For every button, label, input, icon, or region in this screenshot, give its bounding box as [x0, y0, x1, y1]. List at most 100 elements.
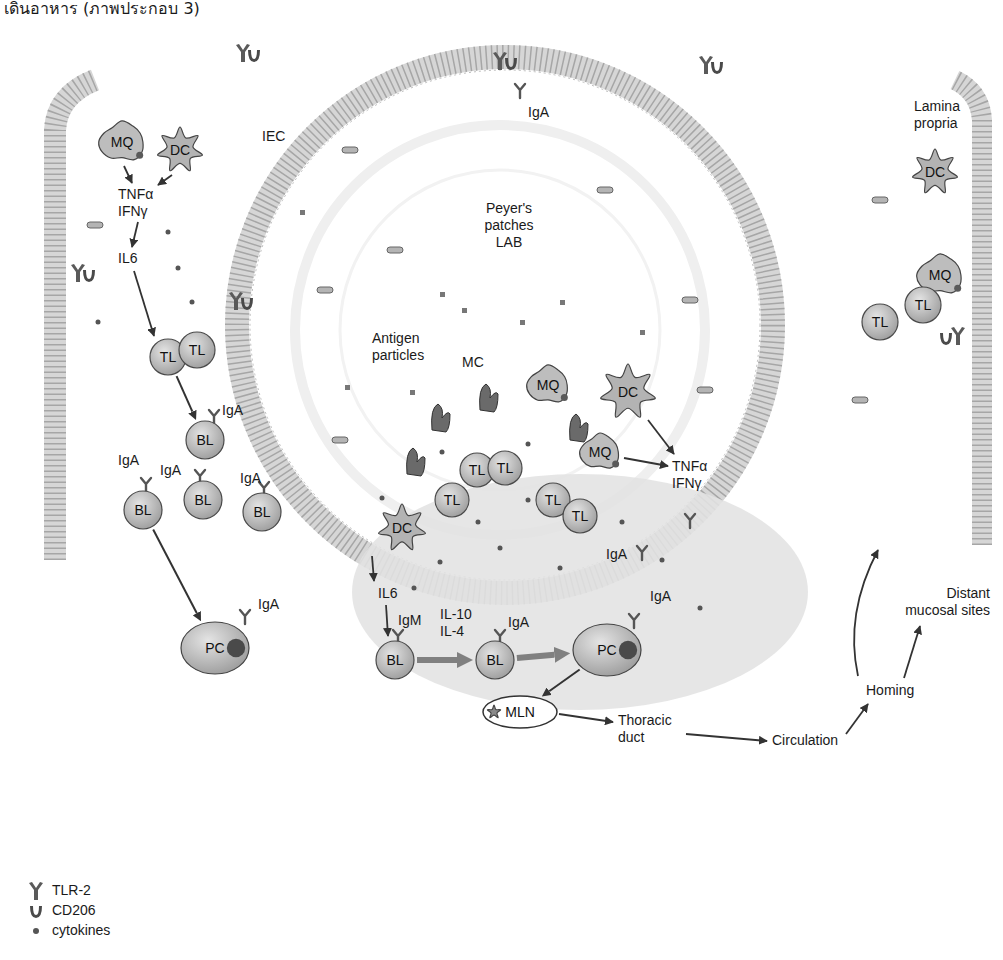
antibody-label: IgA	[160, 462, 181, 479]
lab-capsule	[682, 297, 698, 303]
tlr2-symbol	[29, 882, 43, 900]
cytokine-dot	[620, 520, 625, 525]
cell-label: MQ	[537, 377, 560, 393]
connectors	[153, 376, 579, 691]
lab-capsule	[87, 222, 103, 228]
tlr2-symbol	[493, 52, 507, 70]
antibody-label: IgA	[240, 470, 261, 487]
legend-symbols	[29, 882, 43, 934]
page-heading: เดินอาหาร (ภาพประกอบ 3)	[4, 0, 200, 17]
watermark-ring	[295, 125, 705, 535]
pathway-label: Distant mucosal sites	[898, 585, 990, 619]
cd206-symbol	[940, 333, 952, 345]
cytokine-dot	[380, 496, 385, 501]
arrow-connector	[517, 655, 554, 658]
cell-label: MLN	[505, 704, 535, 720]
arrow-connector	[153, 530, 197, 614]
t-lymphocyte: TL	[562, 498, 598, 534]
pathway-label: Thoracic duct	[618, 712, 684, 746]
antigen-label: Antigen particles	[372, 330, 438, 364]
cell-label: BL	[196, 432, 213, 448]
antibody-label: IgA	[606, 546, 627, 563]
antigen-particle	[560, 300, 565, 305]
iga-antibody	[240, 610, 250, 624]
dendritic-cell: DC	[599, 363, 657, 421]
cell-label: DC	[170, 142, 190, 158]
arrow	[559, 714, 613, 722]
cell-label: DC	[392, 520, 412, 536]
cytokine-label: IL6	[378, 585, 397, 602]
tlr2-symbol	[71, 264, 85, 282]
region-label: Lamina propria	[914, 98, 978, 132]
cytokine-label: IL-10 IL-4	[440, 606, 484, 640]
cytokine-dots	[96, 230, 703, 611]
cytokine-dot	[660, 558, 665, 563]
antigen-particles	[300, 210, 645, 395]
cytokine-dot	[558, 566, 563, 571]
cd206-symbol	[711, 62, 723, 74]
t-lymphocyte: TL	[861, 303, 899, 341]
cytokine-dot	[96, 320, 101, 325]
cell-label: TL	[189, 342, 205, 358]
antibody-label: IgA	[258, 596, 279, 613]
villi-wall	[955, 80, 982, 545]
antigen-particle	[300, 210, 305, 215]
pathway-label: Circulation	[772, 732, 838, 749]
lab-capsule	[872, 197, 888, 203]
macrophage: MQ	[524, 364, 572, 406]
cd206-symbol	[83, 270, 95, 282]
cytokine-dot	[33, 928, 39, 934]
lab-capsule	[852, 397, 868, 403]
cell-label: MQ	[589, 444, 612, 460]
t-lymphocyte: TL	[487, 450, 523, 486]
cell-label: TL	[545, 492, 561, 508]
cytokine-dot	[526, 498, 531, 503]
cell-label: DC	[618, 384, 638, 400]
cell-type-label: MC	[462, 354, 484, 371]
pathway-arrows	[124, 166, 920, 741]
arrow	[686, 734, 767, 741]
antigen-particle	[640, 330, 645, 335]
iga-antibody	[685, 514, 695, 528]
arrow	[158, 175, 172, 185]
dendritic-cell: DC	[377, 503, 427, 553]
m-cell	[407, 448, 425, 476]
b-lymphocyte: BL	[475, 640, 515, 680]
homing-arrow	[854, 550, 878, 676]
dendritic-cell: DC	[911, 148, 959, 196]
legend-text: CD206	[52, 902, 96, 919]
watermark-ring	[340, 170, 660, 490]
cytokine-dot	[412, 586, 417, 591]
lab-bacteria	[87, 147, 888, 443]
antibody-label: IgA	[118, 452, 139, 469]
arrow	[372, 556, 374, 581]
cd206-symbol	[505, 58, 517, 70]
cytokine-dot	[166, 230, 171, 235]
arrow	[132, 222, 138, 247]
lab-capsule	[342, 147, 358, 153]
lab-capsule	[317, 287, 333, 293]
cell-label: MQ	[929, 267, 952, 283]
plasma-cell: PC	[572, 623, 642, 677]
cell-label: BL	[134, 502, 151, 518]
cytokine-label: IL6	[118, 250, 137, 267]
antibody-label: IgA	[222, 402, 243, 419]
arrow-connector	[417, 657, 457, 663]
lab-capsule	[597, 187, 613, 193]
iga-antibody	[515, 84, 525, 98]
cytokine-dot	[498, 546, 503, 551]
b-lymphocyte: BL	[185, 420, 225, 460]
cd206-symbol	[30, 906, 42, 918]
arrow	[386, 605, 388, 636]
iga-antibody	[629, 614, 639, 628]
antigen-particle	[440, 292, 445, 297]
cytokine-label: TNFα IFNγ	[118, 186, 166, 220]
cell-label: PC	[205, 640, 224, 656]
cytokine-label: TNFα IFNγ	[672, 458, 720, 492]
region-label: Peyer's patches LAB	[478, 200, 540, 251]
cell-label: BL	[253, 504, 270, 520]
lab-capsule	[387, 247, 403, 253]
peyers-patch-dome	[352, 474, 808, 710]
receptors	[71, 44, 965, 345]
antigen-particle	[345, 385, 350, 390]
